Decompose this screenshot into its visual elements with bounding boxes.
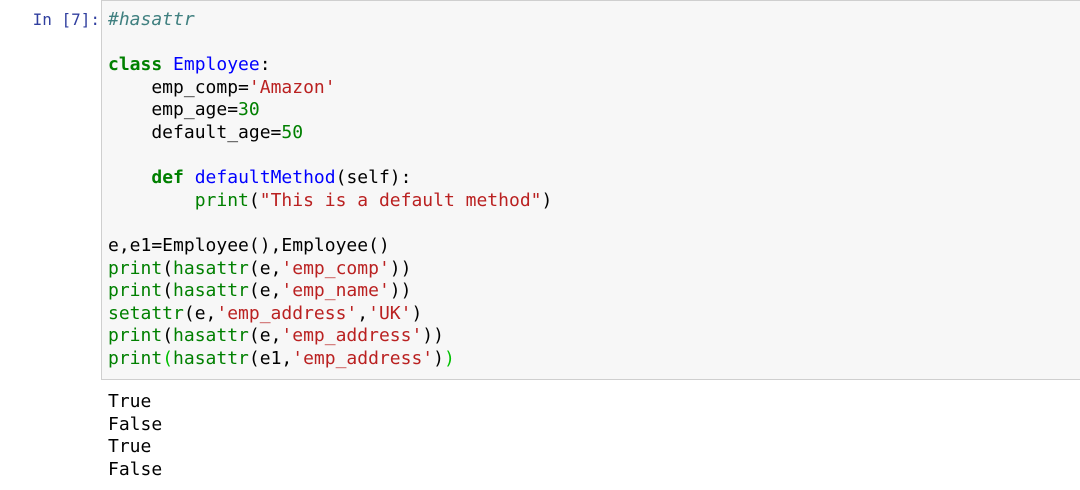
code-token-str: 'emp_name' <box>281 280 390 302</box>
code-line[interactable] <box>108 212 552 235</box>
code-token-num: 50 <box>281 121 304 143</box>
code-line[interactable]: print(hasattr(e1,'emp_address')) <box>108 348 552 371</box>
code-token-builtin: hasattr <box>173 257 249 279</box>
code-token-plain: default_age= <box>108 121 282 143</box>
code-token-kw: class <box>108 54 163 76</box>
code-token-bracket-hl: ) <box>443 347 455 369</box>
code-token-kw: def <box>151 167 184 189</box>
code-token-plain: ( <box>162 257 174 279</box>
code-token-builtin: hasattr <box>173 280 249 302</box>
code-line[interactable]: def defaultMethod(self): <box>108 167 552 190</box>
code-line[interactable] <box>108 145 552 168</box>
code-token-plain: : <box>259 54 271 76</box>
code-line[interactable] <box>108 32 552 55</box>
code-token-comment: #hasattr <box>108 9 195 30</box>
code-token-builtin: hasattr <box>173 325 249 347</box>
code-token-builtin: print <box>108 280 163 302</box>
output-line: True <box>108 436 152 458</box>
code-line[interactable]: setattr(e,'emp_address','UK') <box>108 303 552 326</box>
code-token-builtin: print <box>108 347 163 369</box>
code-token-plain: emp_comp= <box>108 76 249 98</box>
code-token-plain: , <box>357 302 369 324</box>
code-token-plain: (e1, <box>248 347 293 369</box>
code-editor[interactable] <box>101 0 1080 380</box>
code-token-plain: ) <box>411 302 423 324</box>
code-token-plain: ( <box>162 325 174 347</box>
code-line[interactable]: print(hasattr(e,'emp_comp')) <box>108 258 552 281</box>
code-line[interactable]: print("This is a default method") <box>108 189 553 213</box>
code-line[interactable]: default_age=50 <box>108 122 552 145</box>
code-token-str: 'emp_comp' <box>281 257 390 279</box>
code-token-str: "This is a default method" <box>259 189 542 211</box>
code-token-num: 30 <box>238 99 260 121</box>
code-line[interactable]: print(hasattr(e,'emp_name')) <box>108 280 552 303</box>
code-line[interactable]: emp_comp='Amazon' <box>108 77 552 100</box>
code-token-builtin: print <box>194 189 249 211</box>
code-token-plain: ( <box>162 280 174 302</box>
code-token-plain: (e, <box>248 325 282 347</box>
code-token-str: 'emp_address' <box>281 325 423 347</box>
code-token-str: 'emp_address' <box>292 347 434 369</box>
code-token-bracket-hl: ( <box>162 347 174 369</box>
code-token-plain <box>108 167 151 188</box>
code-line[interactable]: emp_age=30 <box>108 99 552 122</box>
code-token-plain: e,e1=Employee(),Employee() <box>108 234 390 256</box>
code-token-plain: (self): <box>335 167 412 189</box>
code-token-plain: ) <box>433 347 444 369</box>
code-token-plain: ) <box>541 189 553 211</box>
code-token-plain: )) <box>389 280 412 302</box>
code-line[interactable]: print(hasattr(e,'emp_address')) <box>108 325 552 348</box>
code-token-cls: Employee <box>173 54 260 76</box>
code-token-plain: )) <box>422 325 444 347</box>
code-token-plain <box>162 54 173 75</box>
code-token-plain: emp_age= <box>108 99 239 121</box>
output-line: True <box>108 391 152 412</box>
code-token-plain <box>184 167 195 188</box>
code-line[interactable]: #hasattr <box>108 9 552 32</box>
code-token-plain <box>108 190 195 211</box>
code-token-fn: defaultMethod <box>194 167 336 189</box>
input-prompt: In [7]: <box>32 10 100 29</box>
code-token-plain: (e, <box>183 302 217 324</box>
code-token-str: 'UK' <box>368 302 412 324</box>
code-text[interactable]: #hasattr class Employee: emp_comp='Amazon… <box>108 9 552 371</box>
code-token-str: 'Amazon' <box>248 76 336 98</box>
code-token-str: 'emp_address' <box>216 302 358 324</box>
code-token-builtin: hasattr <box>173 347 249 369</box>
code-token-builtin: setattr <box>108 302 184 324</box>
output-line: False <box>108 413 163 435</box>
code-token-plain: )) <box>389 257 412 279</box>
code-token-plain: (e, <box>248 257 282 279</box>
code-token-builtin: print <box>108 257 163 279</box>
code-token-builtin: print <box>108 325 163 347</box>
code-token-plain: (e, <box>248 280 282 302</box>
output-line: False <box>108 458 163 480</box>
code-token-plain: ( <box>248 189 260 211</box>
code-line[interactable]: class Employee: <box>108 54 552 77</box>
code-line[interactable]: e,e1=Employee(),Employee() <box>108 235 552 258</box>
